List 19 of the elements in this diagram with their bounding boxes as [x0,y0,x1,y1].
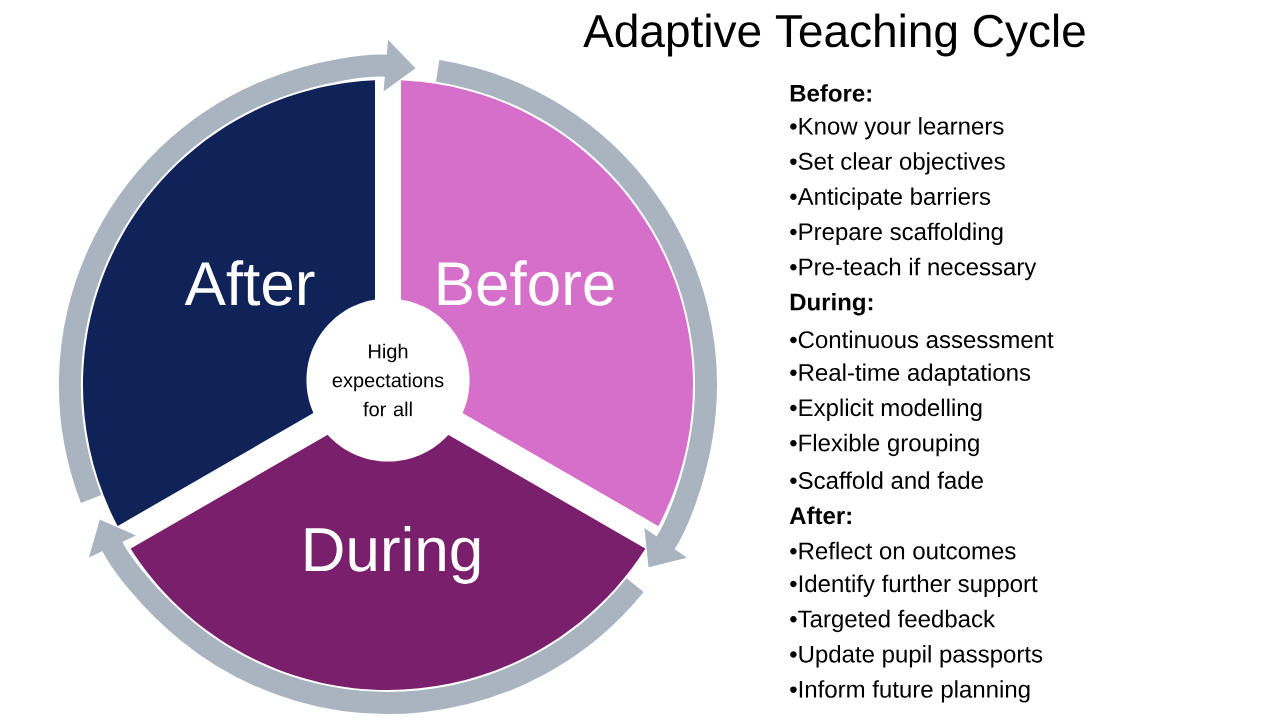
bullet-item: •Real-time adaptations [790,363,1031,386]
bullet-item: •Inform future planning [790,680,1030,703]
bullet-item: •Update pupil passports [790,645,1043,668]
bullet-item: •Set clear objectives [790,152,1005,175]
bullet-item: •Targeted feedback [790,609,996,633]
bullet-item: •Anticipate barriers [790,187,991,210]
bullet-item: •Pre-teach if necessary [790,257,1037,281]
bullet-item: •Know your learners [790,117,1004,140]
title: Adaptive Teaching Cycle [583,13,1085,57]
bullet-item: •Reflect on outcomes [790,541,1016,560]
list-heading: During: [790,292,873,316]
bullet-item: •Identify further support [790,574,1038,597]
bullet-item: •Explicit modelling [790,398,982,421]
bullet-item: •Flexible grouping [790,433,979,457]
list-heading: After: [789,506,851,525]
bullet-item: •Prepare scaffolding [790,222,1003,245]
list-heading: Before: [790,84,871,102]
bullet-item: •Continuous assessment [790,330,1054,349]
bullet-item: •Scaffold and fade [790,471,983,489]
